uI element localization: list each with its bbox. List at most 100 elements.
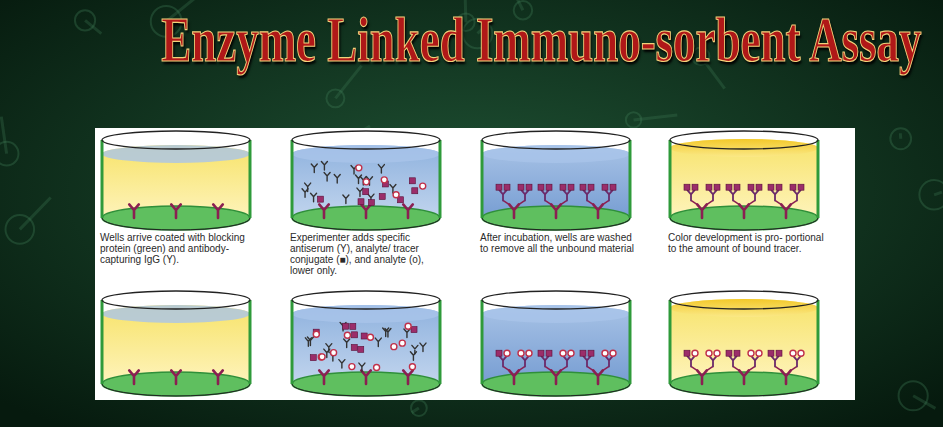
binding-link (503, 200, 509, 204)
binding-link (733, 200, 739, 204)
antibody (305, 183, 311, 192)
analyte (610, 350, 616, 356)
antibody (359, 363, 365, 372)
step-caption: Experimenter adds specific antiserum (Y)… (290, 232, 446, 276)
tracer-conjugate (538, 184, 544, 190)
analyte (756, 350, 762, 356)
step-caption: Color development is pro- portional to t… (668, 232, 824, 254)
antibody (781, 204, 791, 218)
antibody (339, 360, 345, 369)
tracer-conjugate (756, 184, 762, 190)
molecule-atom (0, 142, 18, 166)
tracer-conjugate (602, 184, 608, 190)
antibody (729, 356, 736, 366)
well-side (291, 140, 294, 218)
antibody (593, 370, 603, 384)
analyte (568, 350, 574, 356)
analyte (405, 323, 411, 329)
antibody (378, 165, 384, 174)
well-side (817, 300, 820, 384)
analyte (367, 334, 373, 340)
well-base-edge (482, 384, 630, 396)
tracer-conjugate (358, 199, 364, 205)
well-side (439, 140, 442, 218)
analyte (706, 350, 712, 356)
binding-link (503, 366, 509, 370)
antibody (709, 356, 716, 366)
binding-link (519, 200, 525, 204)
tracer-conjugate (798, 184, 804, 190)
liquid-surface (292, 145, 440, 163)
binding-link (561, 200, 567, 204)
well-base-edge (292, 384, 440, 396)
antibody (541, 356, 548, 366)
tracer-conjugate (310, 355, 316, 361)
analyte (420, 183, 426, 189)
antibody (729, 190, 736, 200)
well-side (629, 140, 632, 218)
antibody (739, 204, 749, 218)
tracer-conjugate (588, 184, 594, 190)
antibody (499, 356, 506, 366)
tracer-conjugate (350, 323, 356, 329)
binding-link (691, 366, 697, 370)
liquid (670, 139, 818, 230)
binding-link (707, 366, 713, 370)
binding-link (603, 366, 609, 370)
tracer-conjugate (684, 350, 690, 356)
antibody (305, 338, 311, 347)
tracer-conjugate (776, 184, 782, 190)
binding-link (587, 366, 593, 370)
tracer-conjugate (368, 200, 374, 206)
analyte (331, 350, 337, 356)
tracer-conjugate (352, 332, 358, 338)
analyte (381, 177, 387, 183)
well-side (669, 300, 672, 384)
antibody (403, 204, 413, 218)
analyte (798, 350, 804, 356)
tracer-conjugate (504, 184, 510, 190)
antibody (311, 164, 317, 173)
tracer-conjugate (409, 178, 415, 184)
well-side (481, 300, 484, 384)
binding-link (691, 200, 697, 204)
tracer-conjugate (726, 184, 732, 190)
liquid (102, 145, 250, 230)
liquid-surface (292, 305, 440, 323)
binding-link (791, 366, 797, 370)
antibody (751, 356, 758, 366)
tracer-conjugate (768, 350, 774, 356)
binding-link (775, 200, 781, 204)
well-rim (292, 291, 440, 309)
antibody (129, 204, 139, 218)
binding-link (545, 200, 551, 204)
well (482, 131, 630, 230)
well-side (629, 300, 632, 384)
tracer-conjugate (411, 327, 417, 333)
well-base-edge (102, 218, 250, 230)
tracer-conjugate (351, 344, 357, 350)
molecule-bond (934, 192, 942, 195)
molecule-bond (1, 117, 6, 154)
well (482, 291, 630, 396)
antibody (583, 190, 590, 200)
tracer-conjugate (734, 350, 740, 356)
antibody (321, 162, 327, 171)
well-side (101, 300, 104, 384)
analyte (790, 350, 796, 356)
title: Enzyme Linked Immuno-sorbent Assay (161, 4, 921, 76)
tracer-conjugate (776, 350, 782, 356)
antibody (129, 370, 139, 384)
antibody (334, 174, 340, 183)
liquid-surface (482, 305, 630, 323)
analyte (602, 350, 608, 356)
antibody (213, 204, 223, 218)
analyte (363, 179, 369, 185)
tracer-conjugate (343, 323, 349, 329)
tracer-conjugate (706, 184, 712, 190)
analyte (409, 364, 415, 370)
well-rim (102, 291, 250, 309)
molecule-bond (899, 133, 902, 139)
antibody (404, 329, 410, 338)
